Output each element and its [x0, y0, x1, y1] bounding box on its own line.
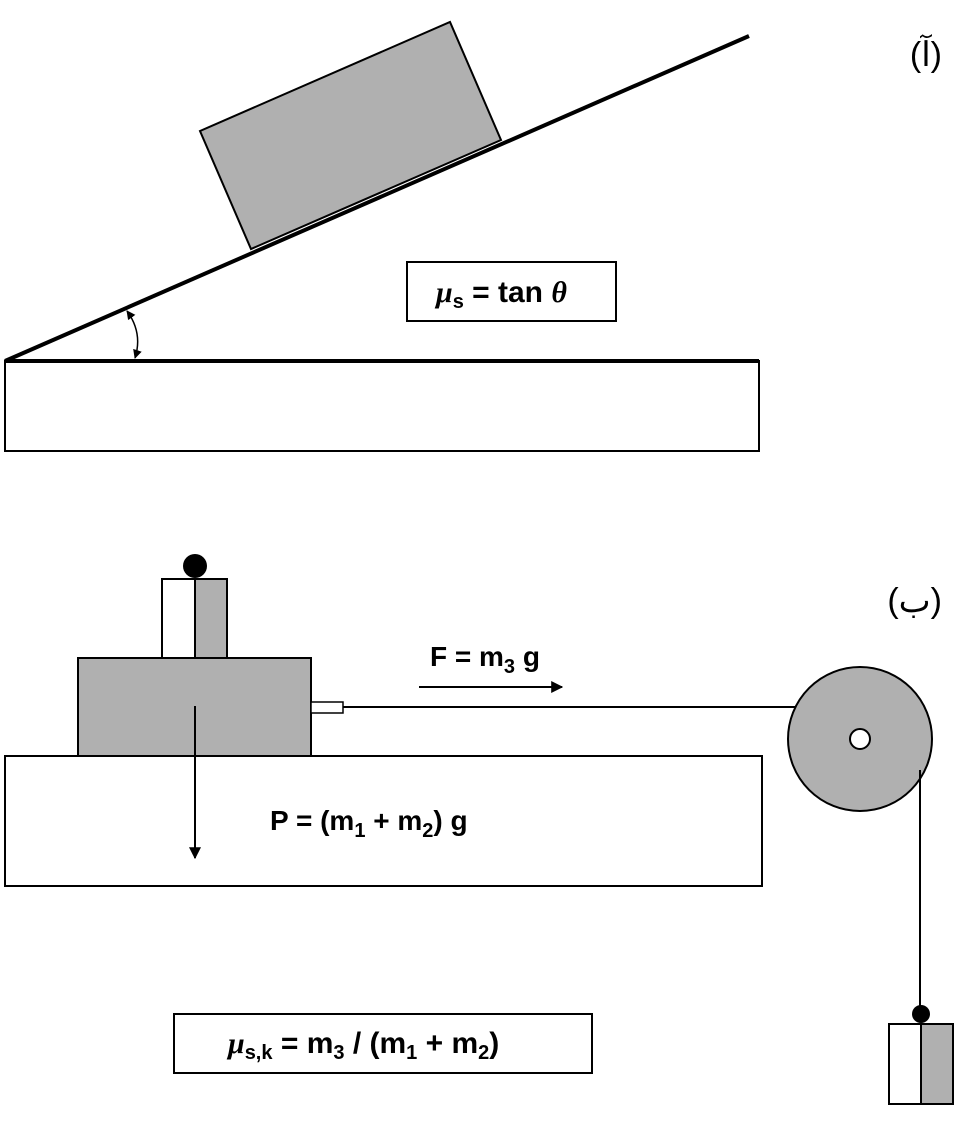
formula-b-p2: / (m: [345, 1027, 407, 1060]
hanging-mass-right: [920, 1023, 954, 1105]
mu-symbol-b: μ: [226, 1027, 245, 1060]
hanging-mass-left: [888, 1023, 922, 1105]
inclined-plane: [4, 34, 750, 363]
formula-b-p3: + m: [417, 1027, 478, 1060]
panel-b-label: (ب): [887, 582, 942, 620]
block-on-incline: [198, 20, 503, 251]
formula-b-p4: ): [489, 1027, 499, 1060]
formula-b-p1: = m: [273, 1027, 334, 1060]
formula-a-rest: = tan: [464, 276, 552, 309]
formula-a: μs = tan θ: [434, 276, 567, 313]
formula-box-a: [406, 261, 617, 322]
force-subscript: 3: [504, 656, 515, 678]
weight-p3: ) g: [433, 805, 467, 836]
table-base-a: [4, 360, 760, 452]
hanging-mass-knob: [912, 1005, 930, 1023]
string-hook: [310, 701, 344, 714]
mu-subscript-a: s: [453, 291, 464, 313]
formula-b-s1: 3: [333, 1042, 344, 1064]
weight-m2-left: [161, 578, 196, 659]
weight-s2: 2: [422, 820, 433, 842]
panel-a-label: (آ): [910, 34, 942, 74]
pulley-axle: [849, 728, 871, 750]
formula-b-s2: 1: [406, 1042, 417, 1064]
weight-p1: P = (m: [270, 805, 354, 836]
force-prefix: F = m: [430, 641, 504, 672]
formula-b-s3: 2: [478, 1042, 489, 1064]
weight-s1: 1: [354, 820, 365, 842]
weight-m2-right: [194, 578, 228, 659]
weight-label: P = (m1 + m2) g: [270, 805, 468, 842]
weight-m2-knob: [183, 554, 207, 578]
force-label: F = m3 g: [430, 641, 540, 678]
formula-b: μs,k = m3 / (m1 + m2): [226, 1027, 499, 1064]
angle-arc: [126, 310, 142, 359]
force-suffix: g: [515, 641, 540, 672]
mu-symbol-a: μ: [434, 276, 453, 309]
formula-box-b: [173, 1013, 593, 1074]
weight-p2: + m: [365, 805, 422, 836]
mu-subscript-b: s,k: [245, 1042, 274, 1064]
theta-symbol: θ: [551, 276, 567, 309]
table-base-b: [4, 755, 763, 887]
panel-b: (ب) F = m3 g P = (m1 + m2) g μs,k = m3 /…: [4, 554, 954, 1105]
panel-a: (آ) μs = tan θ: [4, 20, 942, 452]
